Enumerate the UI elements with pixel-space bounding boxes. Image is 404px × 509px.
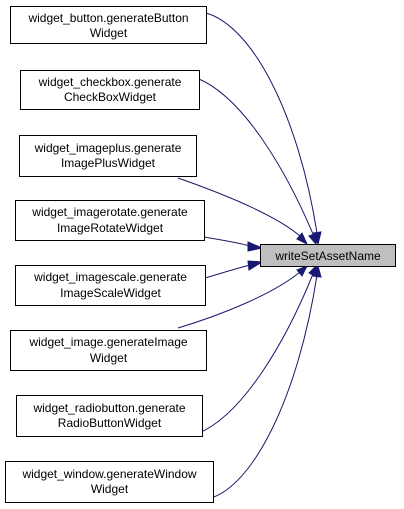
- caller-node[interactable]: widget_button.generateButton Widget: [10, 6, 207, 44]
- caller-node[interactable]: widget_checkbox.generate CheckBoxWidget: [20, 70, 200, 110]
- caller-label-line2: Widget: [90, 351, 128, 365]
- caller-label-line2: ImageRotateWidget: [57, 221, 164, 235]
- edge-button: [205, 12, 318, 234]
- caller-label-line1: widget_imageplus.generate: [34, 141, 182, 155]
- arrowhead-image: [296, 265, 309, 277]
- arrowhead-window: [312, 264, 322, 278]
- edges: [177, 12, 318, 499]
- caller-label-line1: widget_image.generateImage: [28, 335, 187, 349]
- caller-label-line1: widget_imagescale.generate: [33, 270, 187, 284]
- target-label: writeSetAssetName: [274, 249, 381, 263]
- caller-label-line1: widget_button.generateButton: [27, 11, 188, 25]
- caller-label-line2: Widget: [90, 26, 128, 40]
- arrowhead-imagerotate: [247, 241, 264, 252]
- target-node[interactable]: writeSetAssetName: [260, 244, 396, 267]
- arrowhead-checkbox: [308, 232, 318, 246]
- caller-label-line1: widget_window.generateWindow: [21, 467, 196, 481]
- arrowhead-imagescale: [247, 260, 264, 271]
- caller-label-line2: Widget: [91, 482, 129, 496]
- caller-label-line1: widget_imagerotate.generate: [31, 205, 188, 219]
- edge-checkbox: [198, 78, 314, 235]
- caller-label-line2: CheckBoxWidget: [64, 90, 157, 104]
- caller-label-line2: ImagePlusWidget: [61, 156, 156, 170]
- arrowhead-imageplus: [296, 232, 309, 246]
- edge-image: [177, 271, 301, 329]
- caller-label-line2: ImageScaleWidget: [60, 286, 161, 300]
- edge-imagescale: [204, 264, 251, 279]
- caller-node[interactable]: widget_window.generateWindow Widget: [5, 461, 214, 503]
- caller-label-line1: widget_checkbox.generate: [38, 75, 182, 89]
- caller-label-line1: widget_radiobutton.generate: [32, 401, 185, 415]
- edge-radiobutton: [198, 273, 314, 434]
- caller-node[interactable]: widget_imagescale.generate ImageScaleWid…: [15, 265, 206, 306]
- edge-imageplus: [177, 177, 301, 237]
- caller-label-line2: RadioButtonWidget: [58, 416, 162, 430]
- caller-node[interactable]: widget_image.generateImage Widget: [10, 330, 207, 371]
- caller-node[interactable]: widget_radiobutton.generate RadioButtonW…: [16, 395, 203, 437]
- caller-node[interactable]: widget_imageplus.generate ImagePlusWidge…: [19, 135, 197, 177]
- arrowheads: [247, 231, 322, 278]
- edge-window: [210, 274, 318, 499]
- caller-node[interactable]: widget_imagerotate.generate ImageRotateW…: [15, 200, 205, 241]
- edge-imagerotate: [203, 236, 251, 247]
